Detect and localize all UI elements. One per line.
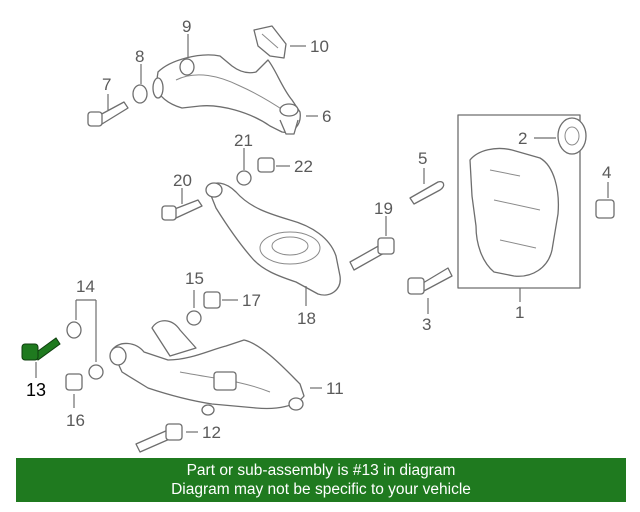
callout-19: 19 — [374, 199, 393, 218]
washer-14b — [88, 364, 104, 380]
callout-9: 9 — [182, 17, 191, 36]
banner-line-2: Diagram may not be specific to your vehi… — [171, 481, 471, 498]
callout-22: 22 — [294, 157, 313, 176]
nut-4 — [595, 199, 615, 219]
callout-14: 14 — [76, 277, 95, 296]
nut-17 — [203, 291, 221, 309]
bushing-top — [253, 25, 287, 59]
callout-21: 21 — [234, 131, 253, 150]
upper-control-arm — [152, 54, 301, 135]
bushing-2 — [557, 117, 587, 155]
knuckle — [469, 147, 560, 277]
bolt-12 — [135, 423, 183, 453]
leader-lines — [35, 34, 609, 433]
bolt-3 — [407, 267, 453, 295]
callout-13: 13 — [26, 380, 46, 400]
washer-21 — [236, 170, 252, 186]
callout-3: 3 — [422, 315, 431, 334]
bolt-19 — [349, 237, 395, 271]
bolt-7 — [87, 101, 129, 127]
callout-6: 6 — [322, 107, 331, 126]
callout-8: 8 — [135, 47, 144, 66]
washer-8 — [132, 84, 148, 104]
callout-16: 16 — [66, 411, 85, 430]
bushing-9 — [179, 58, 195, 76]
washer-14a — [66, 321, 82, 339]
callout-18: 18 — [297, 309, 316, 328]
callout-10: 10 — [310, 37, 329, 56]
callout-4: 4 — [602, 163, 611, 182]
bolt-20 — [161, 199, 203, 221]
callout-labels: 1 2 3 4 5 6 7 8 9 10 11 12 13 14 15 16 1… — [26, 17, 611, 442]
nut-22 — [257, 157, 275, 173]
bolt-13-highlighted[interactable] — [21, 337, 61, 361]
cotter-pin-5 — [409, 180, 445, 205]
lower-control-arm — [109, 320, 305, 416]
parts-diagram: 1 2 3 4 5 6 7 8 9 10 11 12 13 14 15 16 1… — [21, 17, 615, 453]
callout-2: 2 — [518, 129, 527, 148]
nut-16 — [65, 373, 83, 391]
callout-1: 1 — [515, 303, 524, 322]
callout-20: 20 — [173, 171, 192, 190]
callout-11: 11 — [326, 379, 344, 398]
callout-12: 12 — [202, 423, 221, 442]
lateral-arm — [205, 182, 341, 296]
info-banner: Part or sub-assembly is #13 in diagram D… — [16, 458, 626, 502]
banner-line-1: Part or sub-assembly is #13 in diagram — [186, 462, 456, 479]
washer-15 — [186, 310, 202, 326]
callout-17: 17 — [242, 291, 261, 310]
callout-7: 7 — [102, 75, 111, 94]
callout-15: 15 — [185, 269, 204, 288]
callout-5: 5 — [418, 149, 427, 168]
